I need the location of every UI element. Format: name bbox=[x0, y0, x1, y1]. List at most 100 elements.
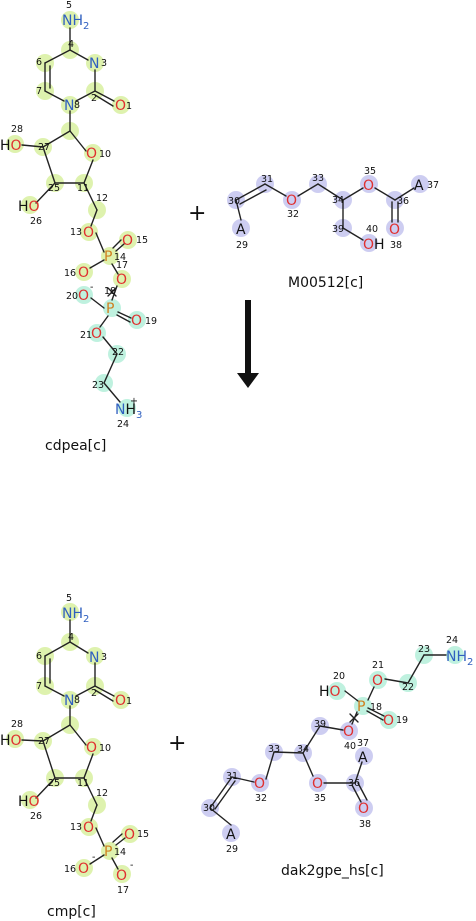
atoms-cdpea: NH2 N N O HO O HO O O P O O O - P O O NH… bbox=[0, 13, 142, 421]
atom-o16: O bbox=[78, 265, 89, 281]
bonds-cdpea bbox=[21, 27, 132, 403]
index-label: 40 bbox=[366, 224, 378, 235]
plus-sign-products: + bbox=[168, 731, 186, 756]
bonds-dak2gpe bbox=[209, 654, 447, 826]
atom-p14: P bbox=[104, 249, 112, 265]
index-label: 33 bbox=[268, 744, 280, 755]
index-label: 5 bbox=[66, 0, 72, 11]
index-label: 32 bbox=[287, 209, 299, 220]
atom-n8: N bbox=[64, 98, 74, 114]
index-label: 7 bbox=[36, 681, 42, 692]
index-label: 8 bbox=[74, 100, 80, 111]
indices-cmp: 5 4 6 3 7 2 8 1 28 27 10 25 11 12 26 13 … bbox=[11, 593, 149, 896]
index-label: 27 bbox=[38, 142, 50, 153]
index-label: 32 bbox=[255, 793, 267, 804]
index-label: 35 bbox=[364, 166, 376, 177]
index-label: 19 bbox=[396, 715, 408, 726]
index-label: 2 bbox=[91, 93, 97, 104]
index-label: 22 bbox=[402, 682, 414, 693]
index-label: 17 bbox=[116, 260, 128, 271]
atom-o1: O bbox=[115, 98, 126, 114]
index-label: 25 bbox=[48, 183, 60, 194]
atom-o35: O bbox=[363, 178, 374, 194]
index-label: 19 bbox=[145, 316, 157, 327]
index-label: 26 bbox=[30, 811, 42, 822]
bonds-cmp bbox=[21, 619, 126, 870]
index-label: 26 bbox=[30, 216, 42, 227]
atom-nh2: NH2 bbox=[62, 606, 89, 625]
index-label: 4 bbox=[68, 632, 74, 643]
atom-n8: N bbox=[64, 693, 74, 709]
index-label: 12 bbox=[96, 788, 108, 799]
index-label: 11 bbox=[77, 778, 89, 789]
index-label: 7 bbox=[36, 86, 42, 97]
index-label: 3 bbox=[101, 58, 107, 69]
index-label: 5 bbox=[66, 593, 72, 604]
index-label: 14 bbox=[114, 252, 126, 263]
index-label: 24 bbox=[117, 419, 129, 430]
index-label: 38 bbox=[359, 819, 371, 830]
index-label: 6 bbox=[36, 651, 42, 662]
atom-ho26: HO bbox=[18, 794, 40, 810]
index-label: 13 bbox=[70, 227, 82, 238]
index-label: 15 bbox=[136, 235, 148, 246]
reaction-arrow-icon bbox=[237, 300, 259, 388]
index-label: 15 bbox=[137, 829, 149, 840]
atom-oh40: OH bbox=[363, 237, 385, 253]
index-label: 21 bbox=[80, 330, 92, 341]
atom-ho28: HO bbox=[0, 138, 22, 154]
index-label: 29 bbox=[226, 844, 238, 855]
atom-o20: O bbox=[78, 288, 89, 304]
index-label: 38 bbox=[390, 240, 402, 251]
charge-minus: - bbox=[92, 852, 95, 863]
molecule-name-m00512: M00512[c] bbox=[288, 275, 363, 291]
index-label: 30 bbox=[228, 196, 240, 207]
highlight-cytidine bbox=[6, 11, 137, 288]
atom-o32: O bbox=[254, 776, 265, 792]
index-label: 10 bbox=[99, 743, 111, 754]
indices-dak2gpe: 29 30 31 32 33 34 35 36 37 38 39 40 20 1… bbox=[203, 635, 458, 855]
index-label: 34 bbox=[332, 195, 344, 206]
atom-ho20: HO bbox=[319, 684, 341, 700]
atom-p14: P bbox=[104, 844, 112, 860]
index-label: 12 bbox=[96, 193, 108, 204]
atom-o35: O bbox=[312, 776, 323, 792]
index-label: 13 bbox=[70, 822, 82, 833]
index-label: 1 bbox=[126, 101, 132, 112]
index-label: 34 bbox=[297, 744, 309, 755]
atom-o21: O bbox=[91, 326, 102, 342]
atom-a29: A bbox=[226, 827, 236, 843]
atoms-cmp: NH2 N N O HO O HO O O P O O - - bbox=[0, 606, 135, 884]
atom-o38: O bbox=[389, 222, 400, 238]
atom-o17: O bbox=[116, 272, 127, 288]
index-label: 8 bbox=[74, 695, 80, 706]
molecule-name-cdpea: cdpea[c] bbox=[45, 438, 106, 454]
index-label: 4 bbox=[68, 39, 74, 50]
index-label: 36 bbox=[348, 778, 360, 789]
atom-o1: O bbox=[115, 693, 126, 709]
atom-n3: N bbox=[89, 56, 99, 72]
atom-o15: O bbox=[122, 233, 133, 249]
atom-p18: P bbox=[357, 699, 365, 715]
index-label: 31 bbox=[226, 771, 238, 782]
atom-o21: O bbox=[372, 673, 383, 689]
atom-o16: O bbox=[78, 861, 89, 877]
atom-ho26: HO bbox=[18, 199, 40, 215]
molecule-cmp: NH2 N N O HO O HO O O P O O - - 5 4 6 3 … bbox=[0, 593, 149, 920]
index-label: 21 bbox=[372, 660, 384, 671]
atom-nh2: NH2 bbox=[62, 13, 89, 32]
atom-o13: O bbox=[83, 820, 94, 836]
index-label: 18 bbox=[370, 702, 382, 713]
indices-m00512: 29 30 31 32 33 34 35 36 37 38 39 40 bbox=[228, 166, 439, 251]
index-label: 36 bbox=[397, 196, 409, 207]
index-label: 40 bbox=[344, 741, 356, 752]
index-label: 3 bbox=[101, 652, 107, 663]
molecule-m00512: A O O A O OH 29 30 31 32 33 34 35 36 37 … bbox=[227, 166, 439, 291]
charge-plus: + bbox=[130, 396, 138, 407]
index-label: 33 bbox=[312, 173, 324, 184]
molecule-name-dak2gpe-hs: dak2gpe_hs[c] bbox=[281, 863, 384, 879]
atoms-m00512: A O O A O OH bbox=[236, 178, 424, 253]
atom-o38: O bbox=[358, 801, 369, 817]
